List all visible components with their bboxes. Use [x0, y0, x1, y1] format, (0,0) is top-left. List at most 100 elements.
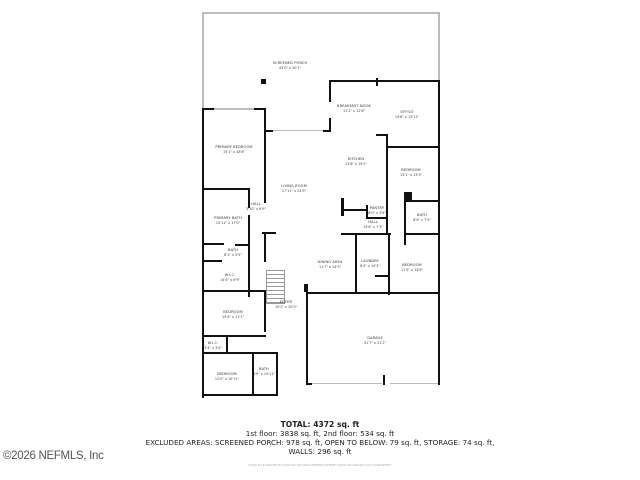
- room-name: SCREENED PORCH: [272, 61, 308, 65]
- porch-opening: [270, 130, 325, 131]
- room-dims: 5'9" x 10'11": [252, 372, 276, 376]
- wall: [366, 205, 368, 219]
- room-dims: 13'1" x 13'3": [399, 173, 423, 177]
- room-name: PRIMARY BEDROOM: [215, 145, 253, 149]
- wall: [202, 243, 224, 245]
- room-dims: 10'11" x 17'0": [215, 221, 241, 225]
- wall: [306, 292, 440, 294]
- room-name: W.I.C.: [224, 273, 236, 277]
- room-dims: 11'2" x 12'8": [342, 109, 366, 113]
- room-name: OFFICE: [400, 110, 414, 114]
- room-name: BREAKFAST NOOK: [337, 104, 371, 108]
- wall: [375, 275, 389, 277]
- room-dims: 3'10" x 6'9": [246, 207, 266, 211]
- wall: [264, 290, 266, 332]
- wall: [341, 198, 344, 216]
- wall: [306, 383, 312, 385]
- room-dims: 13'6" x 19'2": [344, 162, 368, 166]
- wall: [202, 188, 250, 190]
- room-name: LIVING ROOM: [281, 184, 307, 188]
- wall: [355, 233, 357, 293]
- porch-wall-right: [438, 12, 440, 82]
- room-wic-sw: W.I.C.3'4" x 3'4": [204, 341, 222, 351]
- wall: [329, 80, 331, 102]
- wall: [266, 130, 273, 132]
- room-dims: 31'7" x 21'2": [363, 341, 387, 345]
- room-name: KITCHEN: [347, 157, 365, 161]
- room-dims: 14'2" x 20'9": [274, 305, 298, 309]
- wall: [202, 352, 277, 354]
- wall: [252, 352, 254, 396]
- wall: [202, 108, 214, 110]
- wall: [202, 394, 278, 396]
- garage-door: [312, 383, 382, 384]
- fridge: [404, 192, 412, 200]
- area-summary: TOTAL: 4372 sq. ft 1st floor: 3838 sq. f…: [0, 420, 640, 456]
- stairs: [266, 270, 285, 304]
- watermark: ©2026 NEFMLS, Inc: [3, 450, 104, 462]
- room-dims: 8'4" x 14'3": [360, 264, 380, 268]
- room-name: DINING AREA: [317, 260, 343, 264]
- room-dims: 6'0" x 3'9": [368, 211, 386, 215]
- excluded-areas: EXCLUDED AREAS: SCREENED PORCH: 978 sq. …: [145, 438, 495, 447]
- wall: [438, 80, 440, 385]
- room-name: GARAGE: [367, 336, 383, 340]
- wall: [386, 146, 440, 148]
- walls-area: WALLS: 296 sq. ft: [288, 447, 352, 456]
- wall: [202, 260, 222, 262]
- wall: [306, 292, 308, 384]
- room-dims: 3'4" x 3'4": [204, 346, 222, 350]
- wall: [404, 200, 440, 202]
- room-name: PRIMARY BATH: [214, 216, 242, 220]
- wall: [254, 108, 266, 110]
- wall: [366, 217, 386, 219]
- wall: [404, 233, 440, 235]
- room-name: BEDROOM: [217, 372, 237, 376]
- room-dims: 14'8" x 13'11": [394, 115, 420, 119]
- room-name: BATH: [228, 248, 238, 252]
- room-wic-w: W.I.C.14'4" x 6'9": [220, 273, 240, 283]
- wall: [329, 80, 440, 82]
- room-dims: 43'0" x 20'7": [278, 66, 302, 70]
- wall: [376, 78, 378, 86]
- wall: [202, 108, 204, 398]
- room-dims: 8'0" x 7'3": [413, 218, 431, 222]
- room-name: HALL: [368, 220, 378, 224]
- wall: [264, 232, 266, 262]
- wall: [304, 284, 308, 292]
- room-name: BATH: [259, 367, 269, 371]
- fine-print: FLOOR PLAN CREATED BY CUBICASA APP. MEAS…: [248, 464, 392, 467]
- wall: [388, 233, 390, 295]
- room-name: BATH: [417, 213, 427, 217]
- total-area: TOTAL: 4372 sq. ft: [280, 420, 360, 429]
- wall: [404, 200, 406, 245]
- room-name: PANTRY: [369, 206, 385, 210]
- wall: [248, 188, 250, 208]
- wall: [341, 233, 391, 235]
- room-name: BEDROOM: [402, 263, 422, 267]
- room-dims: 6'1" x 5'9": [224, 253, 242, 257]
- porch-wall-top: [202, 12, 440, 14]
- wall: [262, 232, 276, 234]
- wall: [226, 337, 228, 352]
- wall: [323, 130, 331, 132]
- room-dims: 11'5" x 14'8": [400, 268, 424, 272]
- room-dims: 17'11" x 24'9": [281, 189, 307, 193]
- wall: [264, 108, 266, 203]
- room-name: HALL: [251, 202, 261, 206]
